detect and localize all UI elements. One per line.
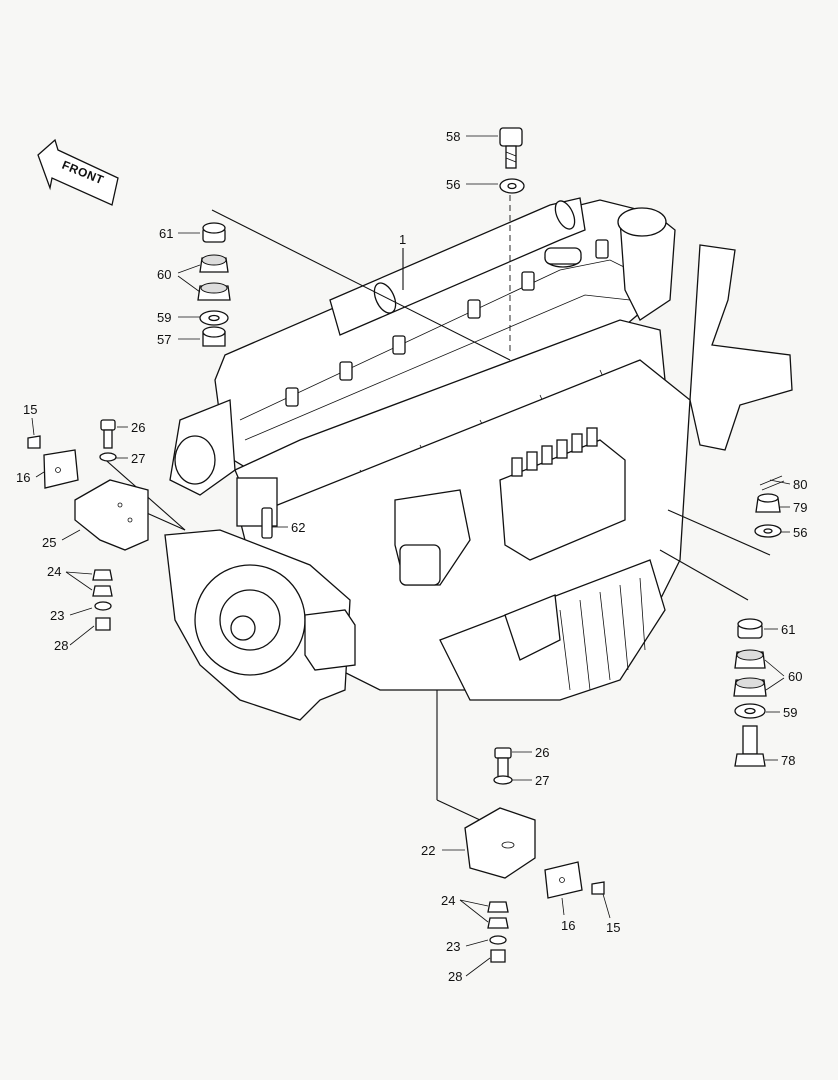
callout-62: 62 bbox=[291, 520, 305, 535]
rear-mount-pad bbox=[304, 609, 356, 671]
callout-labels: 58 56 1 61 60 59 57 15 26 27 16 25 62 24… bbox=[16, 129, 807, 984]
callout-15-bottom: 15 bbox=[606, 920, 620, 935]
callout-1: 1 bbox=[399, 232, 406, 247]
top-washer-56 bbox=[499, 178, 525, 194]
bolt-62 bbox=[261, 507, 273, 539]
callout-27-bottom: 27 bbox=[535, 773, 549, 788]
callout-16: 16 bbox=[16, 470, 30, 485]
callout-59: 59 bbox=[157, 310, 171, 325]
top-bolt-58 bbox=[499, 127, 523, 169]
callout-78: 78 bbox=[781, 753, 795, 768]
callout-leaders bbox=[31, 135, 791, 977]
right-top-hardware bbox=[754, 475, 785, 538]
callout-60-right: 60 bbox=[788, 669, 802, 684]
callout-16-bottom: 16 bbox=[561, 918, 575, 933]
callout-58: 58 bbox=[446, 129, 460, 144]
callout-24: 24 bbox=[47, 564, 61, 579]
callout-79: 79 bbox=[793, 500, 807, 515]
left-bracket-group bbox=[27, 419, 149, 631]
callout-26: 26 bbox=[131, 420, 145, 435]
callout-56: 56 bbox=[446, 177, 460, 192]
callout-27: 27 bbox=[131, 451, 145, 466]
shim-plate-16-left bbox=[43, 449, 79, 489]
mount-bracket-25 bbox=[74, 479, 149, 551]
callout-59-right: 59 bbox=[783, 705, 797, 720]
callout-61: 61 bbox=[159, 226, 173, 241]
oil-filter bbox=[504, 594, 561, 661]
engine-assembly bbox=[164, 197, 793, 721]
callout-80: 80 bbox=[793, 477, 807, 492]
callout-23: 23 bbox=[50, 608, 64, 623]
callout-57: 57 bbox=[157, 332, 171, 347]
callout-24-bottom: 24 bbox=[441, 893, 455, 908]
callout-60: 60 bbox=[157, 267, 171, 282]
leader-lines bbox=[99, 195, 771, 821]
shim-plate-16-bottom bbox=[544, 861, 583, 899]
cooling-fan bbox=[689, 244, 793, 451]
callout-28-bottom: 28 bbox=[448, 969, 462, 984]
callout-15: 15 bbox=[23, 402, 37, 417]
mount-bracket-22 bbox=[464, 807, 536, 879]
injector-lines bbox=[511, 427, 598, 477]
upper-mount-stack-left bbox=[197, 222, 231, 347]
callout-61-right: 61 bbox=[781, 622, 795, 637]
bottom-bracket-group bbox=[464, 747, 605, 963]
callout-26-bottom: 26 bbox=[535, 745, 549, 760]
callout-25: 25 bbox=[42, 535, 56, 550]
cover-studs bbox=[285, 239, 609, 407]
callout-28: 28 bbox=[54, 638, 68, 653]
front-direction-arrow: FRONT bbox=[37, 138, 119, 206]
callout-22: 22 bbox=[421, 843, 435, 858]
callout-56-right: 56 bbox=[793, 525, 807, 540]
callout-23-bottom: 23 bbox=[446, 939, 460, 954]
lower-mount-stack-right bbox=[733, 618, 767, 767]
